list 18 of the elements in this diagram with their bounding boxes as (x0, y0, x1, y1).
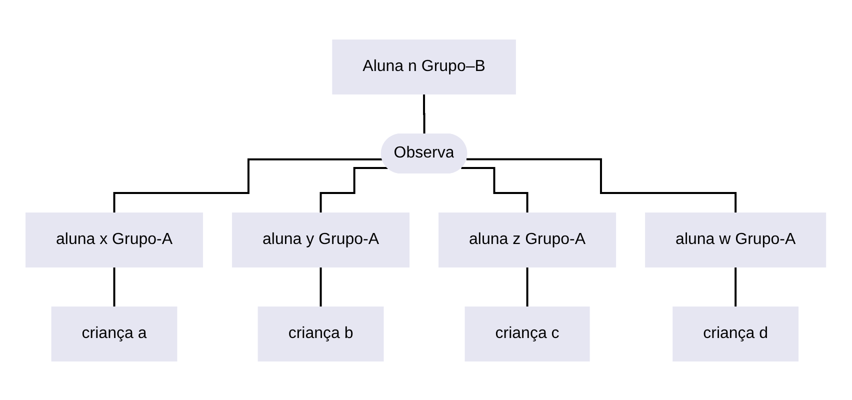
node-box: aluna y Grupo-A (232, 212, 410, 267)
connector (320, 266, 322, 308)
connector (461, 166, 528, 214)
node-box: Aluna n Grupo–B (332, 39, 516, 94)
node-box: criança d (672, 306, 799, 361)
connector (466, 158, 737, 214)
node-box: aluna z Grupo-A (438, 212, 616, 267)
connector (423, 92, 426, 135)
node-box: criança c (464, 306, 590, 361)
node-box: aluna w Grupo-A (645, 212, 826, 267)
connector (113, 266, 116, 308)
connector (734, 266, 737, 308)
connector (320, 166, 388, 214)
node-box: criança b (258, 306, 384, 361)
connector (113, 158, 383, 214)
connector (526, 266, 528, 308)
node-box: aluna x Grupo-A (26, 212, 204, 267)
node-box: criança a (51, 306, 178, 361)
